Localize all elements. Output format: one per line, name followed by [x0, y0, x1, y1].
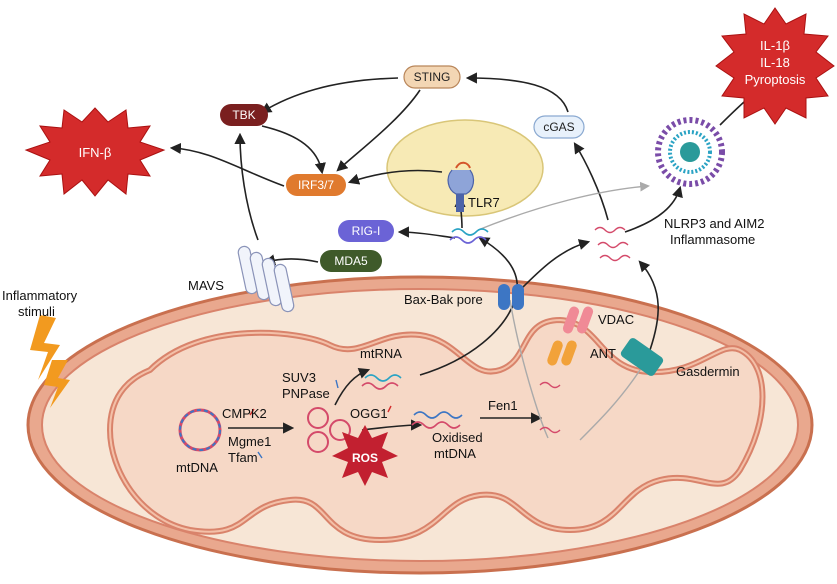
- il-pyroptosis-star: IL-1β IL-18 Pyroptosis: [715, 7, 835, 125]
- mavs-label: MAVS: [188, 278, 224, 293]
- gasdermin-label: Gasdermin: [676, 364, 740, 379]
- cgas-node: cGAS: [533, 115, 585, 139]
- tlr7-icon: [447, 161, 475, 212]
- mtdna-icon: [178, 408, 222, 452]
- rigi-node: RIG-I: [338, 220, 394, 242]
- irf-label: IRF3/7: [298, 178, 334, 192]
- inflammasome-label-2: Inflammasome: [670, 232, 755, 247]
- oxidised-label-1: Oxidised: [432, 430, 483, 445]
- ros-burst-icon: ROS: [332, 425, 398, 486]
- mavs-icon: [237, 245, 295, 313]
- sting-label: STING: [414, 70, 451, 84]
- mtrna-icon: [361, 374, 402, 390]
- irf-node: IRF3/7: [286, 174, 346, 196]
- gasdermin-icon: [620, 338, 664, 376]
- dsdna-cluster: [594, 226, 631, 262]
- ifn-beta-label: IFN-β: [79, 145, 112, 160]
- lightning-icon-2: [44, 360, 70, 408]
- suv3-label: SUV3: [282, 370, 316, 385]
- mda5-node: MDA5: [320, 250, 382, 272]
- mgme1-label: Mgme1: [228, 434, 271, 449]
- ant-icon: [547, 340, 577, 366]
- endosome: [386, 119, 544, 217]
- rigi-label: RIG-I: [352, 224, 381, 238]
- tbk-label: TBK: [232, 108, 255, 122]
- lightning-icon: [30, 315, 60, 380]
- tlr7-label: TLR7: [468, 195, 500, 210]
- cmpk2-label: CMPK2: [222, 406, 267, 421]
- fen1-label: Fen1: [488, 398, 518, 413]
- il1b-label: IL-1β: [760, 38, 790, 53]
- oxidised-mtdna-icon: [411, 411, 463, 429]
- mtrna-label: mtRNA: [360, 346, 402, 361]
- ros-label: ROS: [352, 451, 378, 465]
- inflammasome-label-1: NLRP3 and AIM2: [664, 216, 764, 231]
- inflammasome-icon: [655, 117, 725, 187]
- bax-bak-pore-icon: [498, 284, 524, 310]
- fen1-fragments-icon: [539, 381, 561, 434]
- oxidised-label-2: mtDNA: [434, 446, 476, 461]
- tbk-node: TBK: [220, 104, 268, 126]
- vdac-icon: [562, 306, 594, 334]
- ogg1-label: OGG1: [350, 406, 388, 421]
- inflammatory-label-1: Inflammatory: [2, 288, 78, 303]
- tfam-label: Tfam: [228, 450, 258, 465]
- il18-label: IL-18: [760, 55, 790, 70]
- pyroptosis-label: Pyroptosis: [745, 72, 806, 87]
- inflammatory-label-2: stimuli: [18, 304, 55, 319]
- mda5-label: MDA5: [334, 254, 368, 268]
- mtdna-fragments-icon: [307, 407, 351, 453]
- sting-node: STING: [403, 65, 461, 89]
- bax-bak-label: Bax-Bak pore: [404, 292, 483, 307]
- vdac-label: VDAC: [598, 312, 634, 327]
- rna-strands: [449, 228, 489, 244]
- mtdna-label: mtDNA: [176, 460, 218, 475]
- ifn-beta-star: IFN-β: [24, 107, 166, 197]
- pnpase-label: PNPase: [282, 386, 330, 401]
- ant-label: ANT: [590, 346, 616, 361]
- cgas-label: cGAS: [543, 120, 574, 134]
